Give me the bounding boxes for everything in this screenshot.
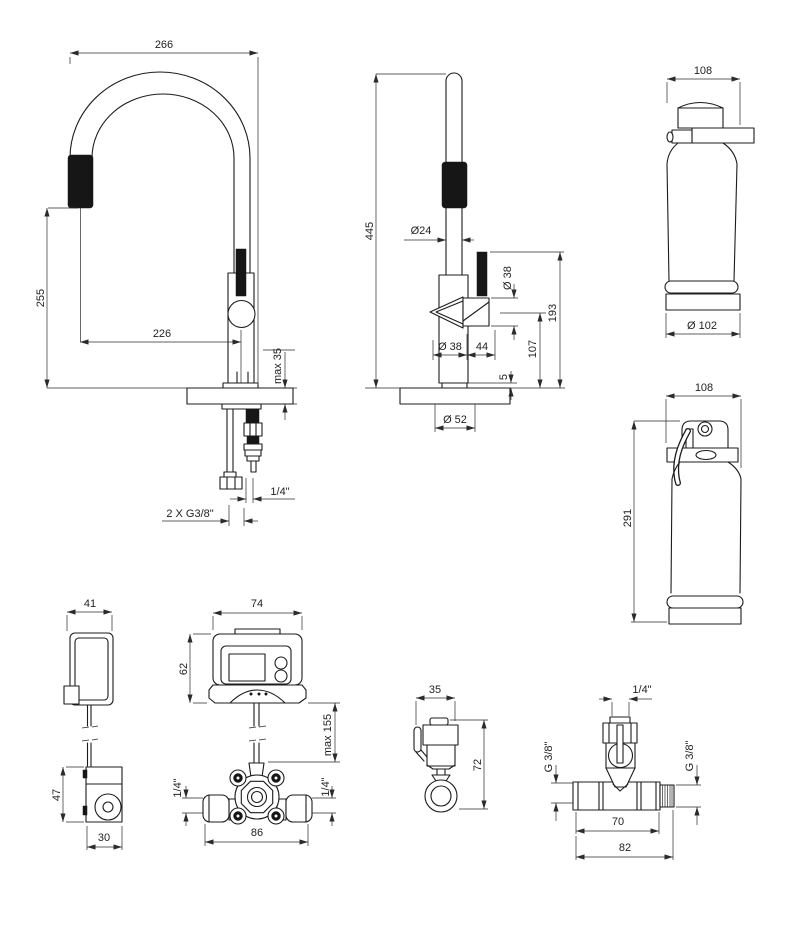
spray-head-grip xyxy=(67,154,94,209)
filter-cartridge-front-view: 108 291 xyxy=(622,382,744,625)
dim-port-right: 1/4" xyxy=(320,777,332,796)
braided-hose xyxy=(245,408,260,424)
control-box-view: 74 62 max 155 1/4" 1/4" 86 xyxy=(172,598,340,846)
faucet-side-view: 266 255 226 max 35 1/4" 2 X G3/8" xyxy=(35,39,297,526)
dim-tee-body-length: 70 xyxy=(612,816,624,828)
faucet-front-view: 445 Ø24 Ø 38 193 107 Ø 38 44 5 Ø 52 xyxy=(364,72,565,432)
dim-holder-depth: 30 xyxy=(98,832,110,844)
valve-body-lower xyxy=(426,744,456,767)
dim-cartridge-width: 108 xyxy=(694,65,712,77)
dim-port-left: 1/4" xyxy=(172,778,184,797)
dim-cartridge2-height: 291 xyxy=(622,509,634,527)
cartridge-body xyxy=(666,163,738,282)
cartridge-cap-dome xyxy=(677,101,724,109)
dim-deck-max: max 35 xyxy=(272,348,284,384)
spout-pipe xyxy=(445,72,463,276)
dim-supply-connections: 2 X G3/8" xyxy=(166,508,213,520)
dim-box-width: 74 xyxy=(251,598,263,610)
control-cable xyxy=(253,702,260,727)
dim-reach: 226 xyxy=(153,328,171,340)
faucet-knob xyxy=(227,299,256,329)
cartridge-cap xyxy=(677,107,724,129)
dim-box-height: 62 xyxy=(178,663,190,675)
dim-handle-diameter: Ø 38 xyxy=(502,266,514,290)
holder-side-view: 41 47 30 xyxy=(51,598,123,850)
dim-spout-diameter: Ø24 xyxy=(411,225,432,237)
spout-inner-arc xyxy=(91,93,235,275)
dim-base-lip: 5 xyxy=(498,374,510,380)
cable xyxy=(86,704,92,727)
button-bottom xyxy=(274,669,288,683)
valve-cap xyxy=(429,717,449,726)
dim-body-height: 107 xyxy=(527,340,539,358)
collar-slot xyxy=(695,449,717,461)
spray-head-grip-front xyxy=(441,161,468,209)
dim-tee-stem: 1/4" xyxy=(632,684,651,696)
tee-stem-cap xyxy=(609,716,631,724)
dim-manifold-width: 86 xyxy=(251,827,263,839)
base-plate xyxy=(186,387,294,405)
faucet-lever xyxy=(235,248,247,297)
dim-spout-width: 266 xyxy=(155,39,173,51)
dim-spout-height: 255 xyxy=(35,289,47,307)
cartridge2-body xyxy=(670,478,742,594)
cartridge-collar xyxy=(691,127,755,144)
manifold-bolts xyxy=(229,769,285,825)
side-handle xyxy=(476,251,488,297)
dim-base-diameter: Ø 52 xyxy=(443,414,467,426)
dim-body-diameter: Ø 38 xyxy=(438,341,462,353)
filter-cartridge-side-view: 108 Ø 102 xyxy=(664,65,755,338)
manifold-port-left xyxy=(202,794,230,823)
faucet-column xyxy=(438,274,469,384)
collar-clip xyxy=(666,131,674,143)
tee-thread xyxy=(659,784,675,808)
valve-lever xyxy=(413,726,422,753)
button-top xyxy=(274,656,288,670)
manifold-port-right xyxy=(285,794,313,823)
base-plate-front xyxy=(399,387,511,405)
cable-break xyxy=(81,725,99,742)
shutoff-valve-view: 35 72 xyxy=(413,684,488,813)
hose-nut xyxy=(219,476,243,490)
dim-cartridge-diameter: Ø 102 xyxy=(687,320,717,332)
dim-tee-overall-length: 82 xyxy=(619,842,631,854)
dim-valve-width: 35 xyxy=(429,684,441,696)
dim-valve-height: 72 xyxy=(472,759,484,771)
display-screen xyxy=(228,653,266,682)
valve-body-upper xyxy=(422,724,459,746)
dim-hose-fitting: 1/4" xyxy=(270,486,289,498)
dim-handle-height: 193 xyxy=(547,304,559,322)
tee-stem xyxy=(616,724,624,764)
spout-outer-arc xyxy=(69,71,251,275)
tee-cone xyxy=(605,767,636,788)
dim-tee-port-right: G 3/8" xyxy=(684,741,696,772)
dim-cartridge2-width: 108 xyxy=(695,382,713,394)
supply-hose-left xyxy=(226,408,234,473)
dim-tee-port-left: G 3/8" xyxy=(543,742,555,773)
dim-height: 445 xyxy=(364,222,376,240)
dim-cable-max: max 155 xyxy=(322,714,334,756)
tee-valve-view: 1/4" G 3/8" G 3/8" 70 82 xyxy=(543,684,701,860)
dim-handle-offset: 44 xyxy=(476,341,488,353)
dim-holder-height: 47 xyxy=(51,789,63,801)
holder-foot xyxy=(63,685,80,705)
dim-holder-width: 41 xyxy=(84,598,96,610)
